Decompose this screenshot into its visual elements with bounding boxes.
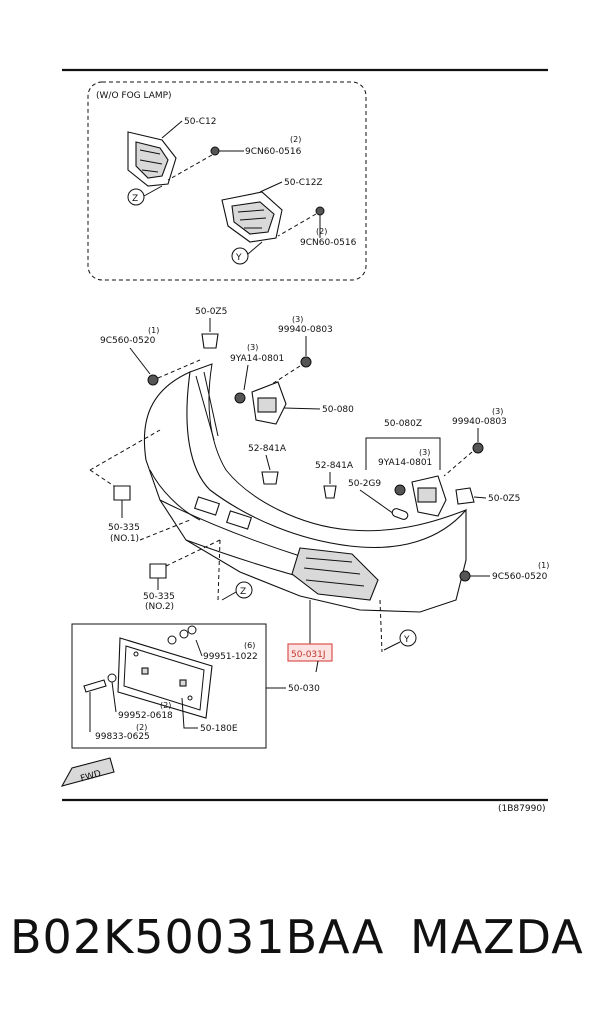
label-no2: (NO.2) — [145, 602, 174, 612]
bracket-50-080z[interactable] — [411, 475, 447, 517]
qty-9cn60-a: (2) — [290, 135, 301, 144]
label-99833-0625[interactable]: 99833-0625 — [95, 732, 150, 742]
retainer-50-335-no1[interactable] — [113, 485, 131, 501]
part-number: B02K50031BAA — [10, 910, 385, 964]
qty-99833: (2) — [136, 723, 147, 732]
bracket-50-080[interactable] — [251, 381, 287, 425]
locator-y-top: Y — [231, 247, 249, 265]
clip-icon-50-0z5-right — [455, 487, 475, 505]
label-9ya14-0801-right[interactable]: 9YA14-0801 — [378, 458, 432, 468]
label-52-841a-left[interactable]: 52-841A — [248, 444, 287, 454]
label-9cn60-0516-a[interactable]: 9CN60-0516 — [245, 147, 302, 157]
svg-text:Y: Y — [403, 635, 410, 645]
nut-icon-99940-top — [300, 356, 312, 368]
bolt-icon-9ya14-right — [394, 484, 406, 496]
qty-99940-right: (3) — [492, 407, 503, 416]
diagram-ref-code: (1B87990) — [498, 804, 546, 814]
nut-icon-99940-right — [472, 442, 484, 454]
bolt-icon-99833 — [83, 673, 117, 693]
svg-text:Y: Y — [235, 253, 242, 263]
bolt-icon-9ya14-top — [234, 392, 246, 404]
fog-lamp-note: (W/O FOG LAMP) — [96, 91, 172, 101]
retainer-50-335-no2[interactable] — [149, 563, 167, 579]
qty-9ya14-top: (3) — [247, 343, 258, 352]
qty-99940-top: (3) — [292, 315, 303, 324]
label-99940-0803-right[interactable]: 99940-0803 — [452, 417, 507, 427]
label-50-335-no1[interactable]: 50-335 — [108, 523, 140, 533]
fog-lamp-inset — [87, 81, 367, 281]
fwd-arrow-icon: FWD — [60, 757, 115, 787]
screw-icon-b — [315, 206, 325, 216]
label-no1: (NO.1) — [110, 534, 139, 544]
qty-9cn60-b: (2) — [316, 227, 327, 236]
lamp-cover-50-c12[interactable] — [127, 131, 177, 187]
bolt-icon-9c560-right — [459, 570, 471, 582]
label-50-335-no2[interactable]: 50-335 — [143, 592, 175, 602]
label-50-080z[interactable]: 50-080Z — [384, 419, 422, 429]
label-9ya14-0801-top[interactable]: 9YA14-0801 — [230, 354, 284, 364]
lamp-cover-50-c12z[interactable] — [221, 191, 283, 243]
qty-9c560-left: (1) — [148, 326, 159, 335]
label-99952-0618[interactable]: 99952-0618 — [118, 711, 173, 721]
svg-text:Z: Z — [132, 194, 138, 204]
locator-z-top: Z — [127, 188, 145, 206]
clip-icon-52-841a-right — [323, 485, 337, 499]
label-50-c12z[interactable]: 50-C12Z — [284, 178, 323, 188]
qty-99951: (6) — [244, 641, 255, 650]
svg-text:Z: Z — [240, 587, 246, 597]
clip-icon-50-0z5-top — [201, 333, 219, 349]
license-plate-bracket-50-180e[interactable] — [117, 637, 213, 719]
label-50-030[interactable]: 50-030 — [288, 684, 320, 694]
clip-icon-52-841a-left — [261, 471, 279, 485]
seal-icon-50-2g9 — [391, 508, 409, 520]
label-9c560-0520-right[interactable]: 9C560-0520 — [492, 572, 548, 582]
label-99951-1022[interactable]: 99951-1022 — [203, 652, 258, 662]
label-50-2g9[interactable]: 50-2G9 — [348, 479, 381, 489]
bolt-icon-9c560-left — [147, 374, 159, 386]
label-9cn60-0516-b[interactable]: 9CN60-0516 — [300, 238, 357, 248]
label-50-080[interactable]: 50-080 — [322, 405, 354, 415]
brand-name: MAZDA — [410, 910, 584, 964]
label-50-0z5-top[interactable]: 50-0Z5 — [195, 307, 227, 317]
label-50-0z5-right[interactable]: 50-0Z5 — [488, 494, 520, 504]
qty-9ya14-right: (3) — [419, 448, 430, 457]
bumper-body[interactable] — [143, 363, 467, 613]
label-50-c12[interactable]: 50-C12 — [184, 117, 216, 127]
parts-diagram: (W/O FOG LAMP) 50-C12 (2) 9CN60-0516 Z 5… — [60, 68, 549, 814]
label-50-180e[interactable]: 50-180E — [200, 724, 238, 734]
label-9c560-0520-left[interactable]: 9C560-0520 — [100, 336, 156, 346]
highlight-50-031j — [287, 643, 333, 662]
qty-99952: (2) — [160, 701, 171, 710]
screw-icon-99951 — [167, 625, 197, 645]
license-plate-inset — [71, 623, 267, 749]
locator-z-mid: Z — [235, 581, 253, 599]
locator-y-mid: Y — [399, 629, 417, 647]
qty-9c560-right: (1) — [538, 561, 549, 570]
label-99940-0803-top[interactable]: 99940-0803 — [278, 325, 333, 335]
label-52-841a-right[interactable]: 52-841A — [315, 461, 354, 471]
screw-icon-a — [210, 146, 220, 156]
label-50-031j[interactable]: 50-031J — [291, 650, 326, 660]
